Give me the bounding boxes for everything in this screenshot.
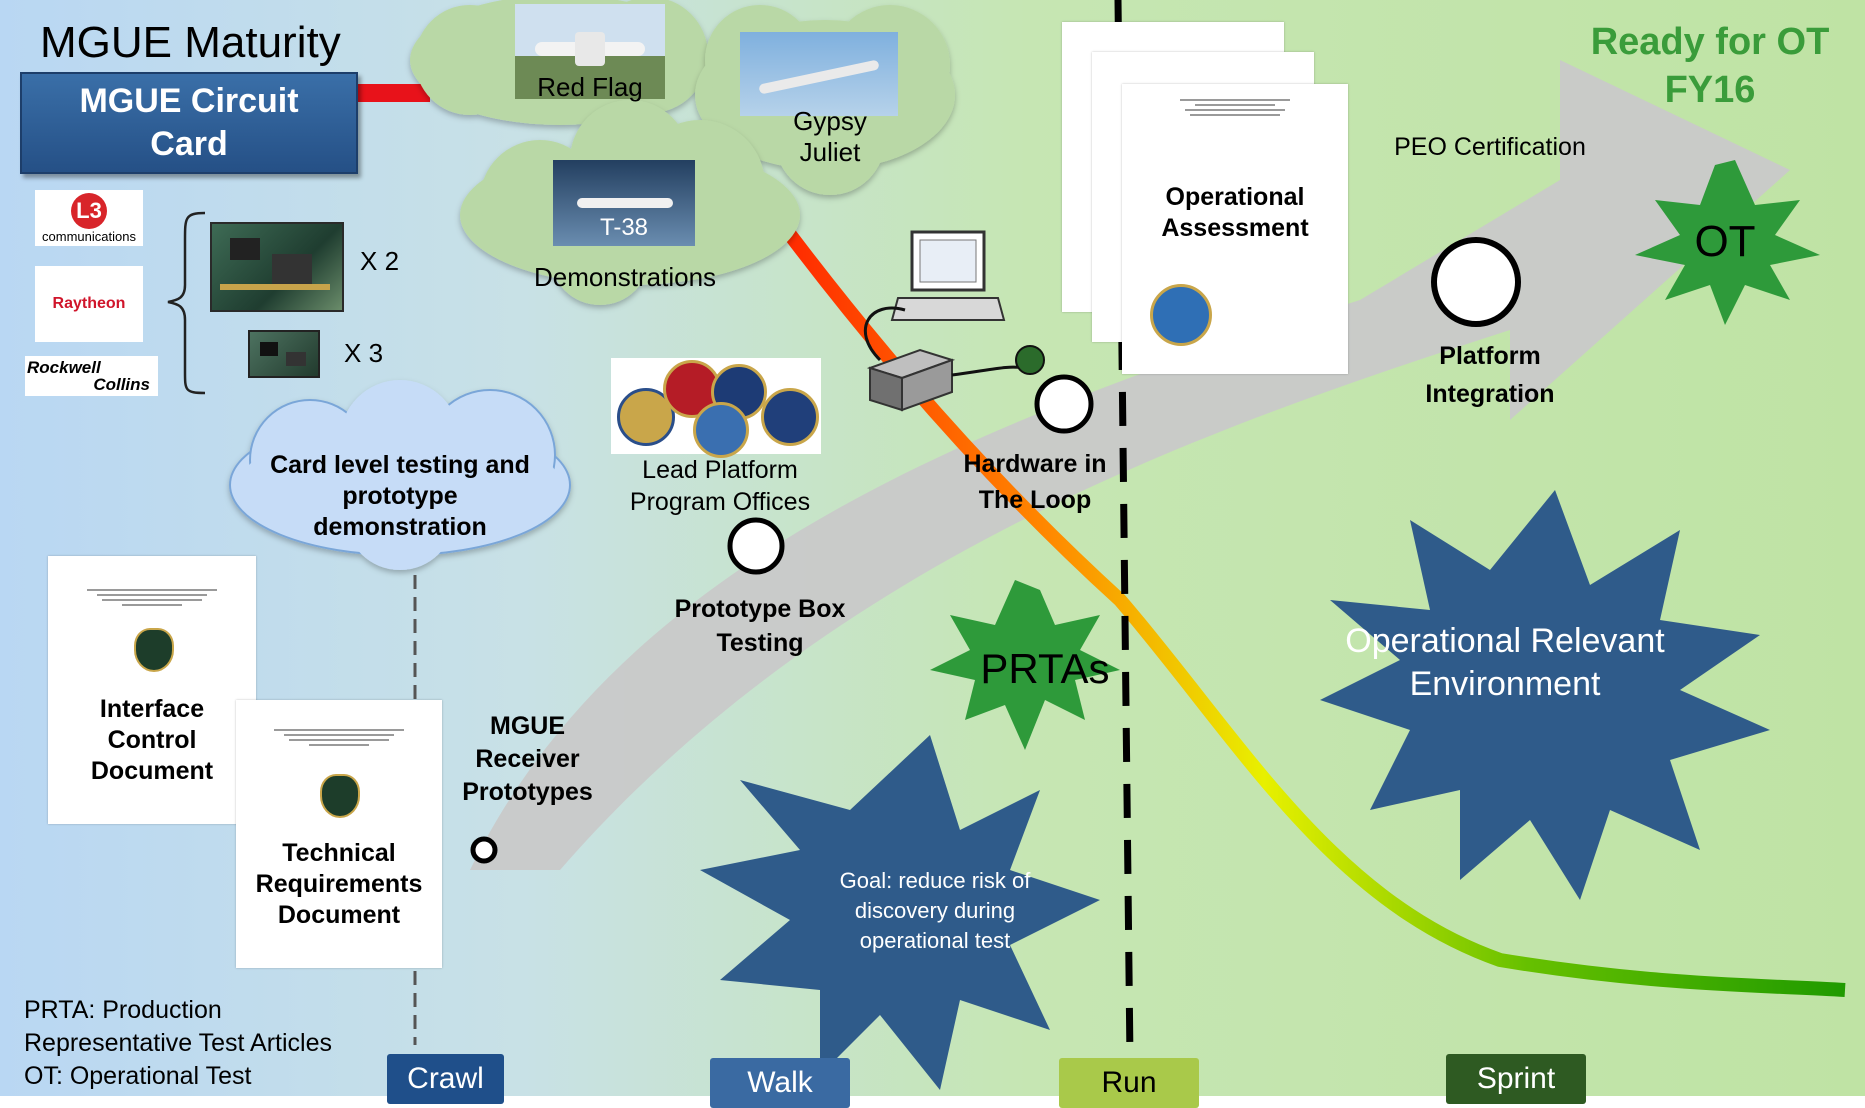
gps-seal-icon-2 xyxy=(320,774,360,818)
gypsy-juliet-aircraft-image xyxy=(740,32,898,116)
platform-integration-label: Platform Integration xyxy=(1425,342,1555,408)
afotec-seal-icon xyxy=(1150,284,1212,346)
ot-label: OT xyxy=(1694,217,1756,266)
phase-crawl: Crawl xyxy=(387,1054,504,1104)
oa-title-line2: Assessment xyxy=(1161,214,1309,242)
ready-for-ot-label: Ready for OT FY16 xyxy=(1590,21,1830,111)
red-flag-aircraft-image xyxy=(515,4,665,99)
trd-title-line3: Document xyxy=(277,901,401,929)
vendor-bracket xyxy=(167,211,206,395)
ore-star xyxy=(1320,490,1770,900)
phase-sprint: Sprint xyxy=(1446,1054,1586,1104)
risk-curve xyxy=(782,227,1846,997)
legend-prta-2: Representative Test Articles xyxy=(24,1029,333,1057)
red-flag-label: Red Flag xyxy=(537,72,643,102)
gps-seal-icon xyxy=(134,628,174,672)
hitl-milestone-circle xyxy=(1034,374,1094,434)
prtas-label: PRTAs xyxy=(980,645,1110,692)
gypsy-juliet-label: Gypsy Juliet xyxy=(793,106,867,167)
mgue-receiver-label: MGUE Receiver Prototypes xyxy=(462,712,593,806)
hardware-loop-label: Hardware in The Loop xyxy=(963,450,1107,514)
icd-title-line1: Interface xyxy=(99,695,205,723)
receiver-box-icon xyxy=(863,306,1045,412)
goal-star xyxy=(700,735,1100,1090)
goal-label: Goal: reduce risk of discovery during op… xyxy=(839,868,1031,953)
trd-document: Technical Requirements Document xyxy=(236,700,442,968)
rockwell-collins-logo: Rockwell Collins xyxy=(25,356,158,396)
legend-ot: OT: Operational Test xyxy=(24,1062,252,1090)
page-title: MGUE Maturity xyxy=(40,18,341,67)
small-circuit-card-image xyxy=(248,330,320,378)
large-card-count: X 2 xyxy=(360,246,400,276)
icd-document: Interface Control Document xyxy=(48,556,256,824)
receiver-milestone-circle xyxy=(470,836,498,864)
icd-title-line2: Control xyxy=(107,726,197,754)
card-testing-cloud xyxy=(229,380,571,570)
demonstrations-label: Demonstrations xyxy=(533,262,717,292)
prtas-star xyxy=(930,580,1120,750)
prototype-box-label: Prototype Box Testing xyxy=(674,595,846,657)
phase-run: Run xyxy=(1059,1058,1199,1108)
card-testing-label: Card level testing and prototype demonst… xyxy=(270,451,530,541)
service-seals-image xyxy=(611,358,821,458)
ot-star xyxy=(1635,160,1820,325)
circuit-card-box: MGUE Circuit Card xyxy=(20,72,358,174)
raytheon-logo: Raytheon xyxy=(35,266,143,342)
t38-label: T-38 xyxy=(599,214,649,241)
lead-platform-label: Lead Platform Program Offices xyxy=(629,456,811,516)
t38-aircraft-image xyxy=(553,160,695,246)
platform-integration-milestone-circle xyxy=(1431,237,1521,327)
phase-walk: Walk xyxy=(710,1058,850,1108)
trd-title-line1: Technical xyxy=(282,839,396,867)
trd-title-line2: Requirements xyxy=(255,870,423,898)
l3-logo: L3 communications xyxy=(35,190,143,246)
oa-title-line1: Operational xyxy=(1165,183,1305,211)
icd-title-line3: Document xyxy=(90,757,214,785)
oa-document: Operational Assessment xyxy=(1122,84,1348,374)
legend: PRTA: Production Representative Test Art… xyxy=(24,994,424,1093)
prototype-box-milestone-circle xyxy=(727,517,785,575)
small-card-count: X 3 xyxy=(344,338,384,368)
peo-certification-label: PEO Certification xyxy=(1394,133,1586,161)
laptop-icon xyxy=(890,230,1006,321)
legend-prta: PRTA: Production xyxy=(24,996,222,1024)
ore-label: Operational Relevant Environment xyxy=(1345,622,1665,703)
large-circuit-card-image xyxy=(210,222,344,312)
